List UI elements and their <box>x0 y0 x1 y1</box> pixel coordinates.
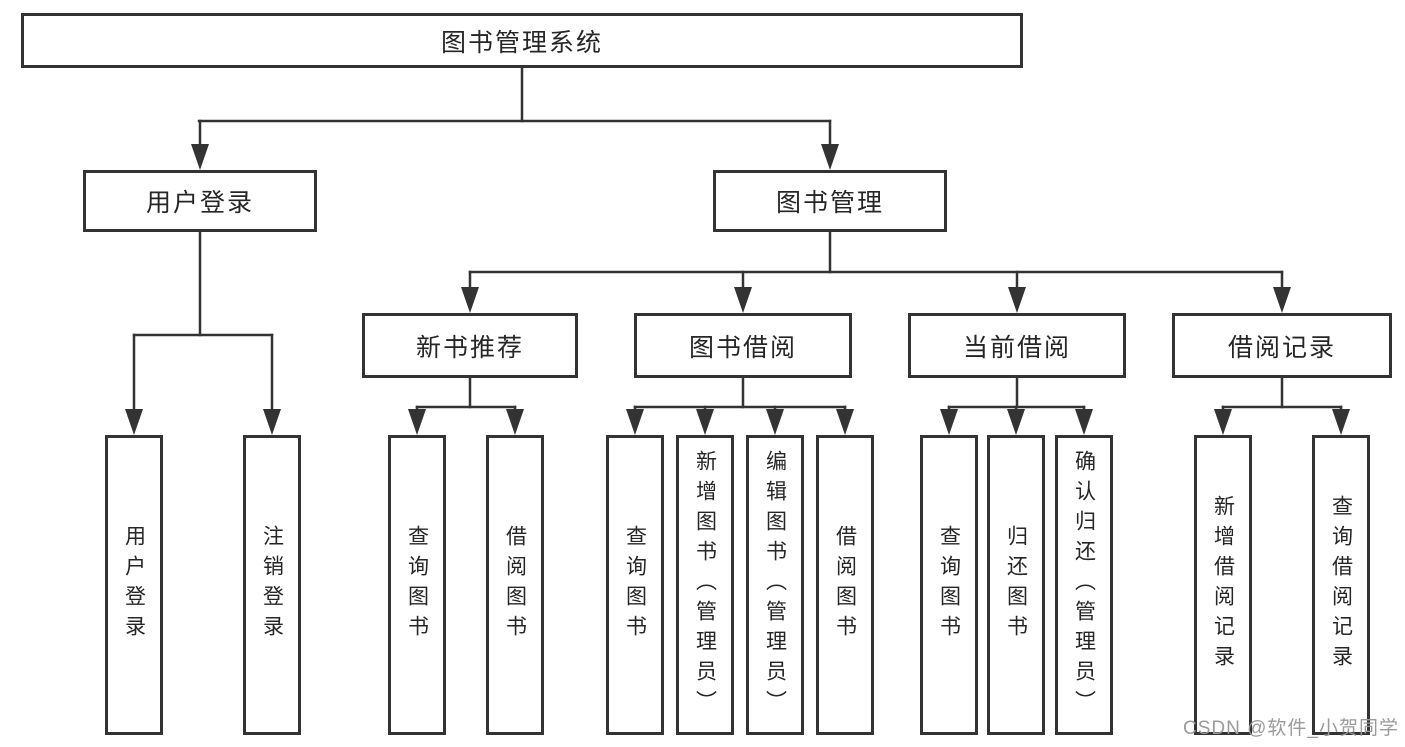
leaf-label: 用户登录 <box>122 525 147 645</box>
node-label: 当前借阅 <box>962 333 1071 362</box>
leaf-borrow-borrow-books: 借阅图书 <box>816 435 874 735</box>
leaf-label: 查询图书 <box>623 525 648 645</box>
leaf-label: 借阅图书 <box>833 525 858 645</box>
node-label: 用户登录 <box>145 189 254 217</box>
leaf-borrow-add-books-admin: 新增图书（管理员） <box>676 435 734 735</box>
leaf-label: 借阅图书 <box>503 525 528 645</box>
leaf-label: 注销登录 <box>260 525 285 645</box>
node-book-borrow: 图书借阅 <box>634 313 852 378</box>
leaf-borrow-edit-books-admin: 编辑图书（管理员） <box>746 435 804 735</box>
leaf-label: 新增借阅记录 <box>1211 495 1236 675</box>
node-borrow-records: 借阅记录 <box>1172 313 1392 378</box>
node-book-management: 图书管理 <box>713 170 947 232</box>
leaf-label: 查询图书 <box>937 525 962 645</box>
node-library-system: 图书管理系统 <box>21 13 1023 68</box>
leaf-current-query-books: 查询图书 <box>920 435 978 735</box>
leaf-user-login: 用户登录 <box>105 435 163 735</box>
leaf-label: 归还图书 <box>1004 525 1029 645</box>
leaf-records-add-record: 新增借阅记录 <box>1194 435 1252 735</box>
node-label: 图书管理 <box>775 189 884 217</box>
node-label: 图书借阅 <box>688 333 797 362</box>
node-new-book-recommend: 新书推荐 <box>362 313 578 378</box>
leaf-records-query-record: 查询借阅记录 <box>1312 435 1370 735</box>
leaf-label: 确认归还（管理员） <box>1072 450 1097 720</box>
node-user-login: 用户登录 <box>83 170 317 232</box>
leaf-current-return-books: 归还图书 <box>987 435 1045 735</box>
leaf-label: 新增图书（管理员） <box>693 450 718 720</box>
leaf-label: 查询图书 <box>405 525 430 645</box>
leaf-newbook-query-books: 查询图书 <box>388 435 446 735</box>
leaf-label: 查询借阅记录 <box>1329 495 1354 675</box>
leaf-borrow-query-books: 查询图书 <box>606 435 664 735</box>
watermark: CSDN @软件_小贺同学 <box>1183 718 1399 739</box>
node-current-borrow: 当前借阅 <box>908 313 1126 378</box>
leaf-current-confirm-return-admin: 确认归还（管理员） <box>1055 435 1113 735</box>
leaf-newbook-borrow-books: 借阅图书 <box>486 435 544 735</box>
node-label: 借阅记录 <box>1227 333 1336 362</box>
leaf-logout: 注销登录 <box>243 435 301 735</box>
node-label: 图书管理系统 <box>440 28 603 57</box>
node-label: 新书推荐 <box>415 333 524 362</box>
leaf-label: 编辑图书（管理员） <box>763 450 788 720</box>
